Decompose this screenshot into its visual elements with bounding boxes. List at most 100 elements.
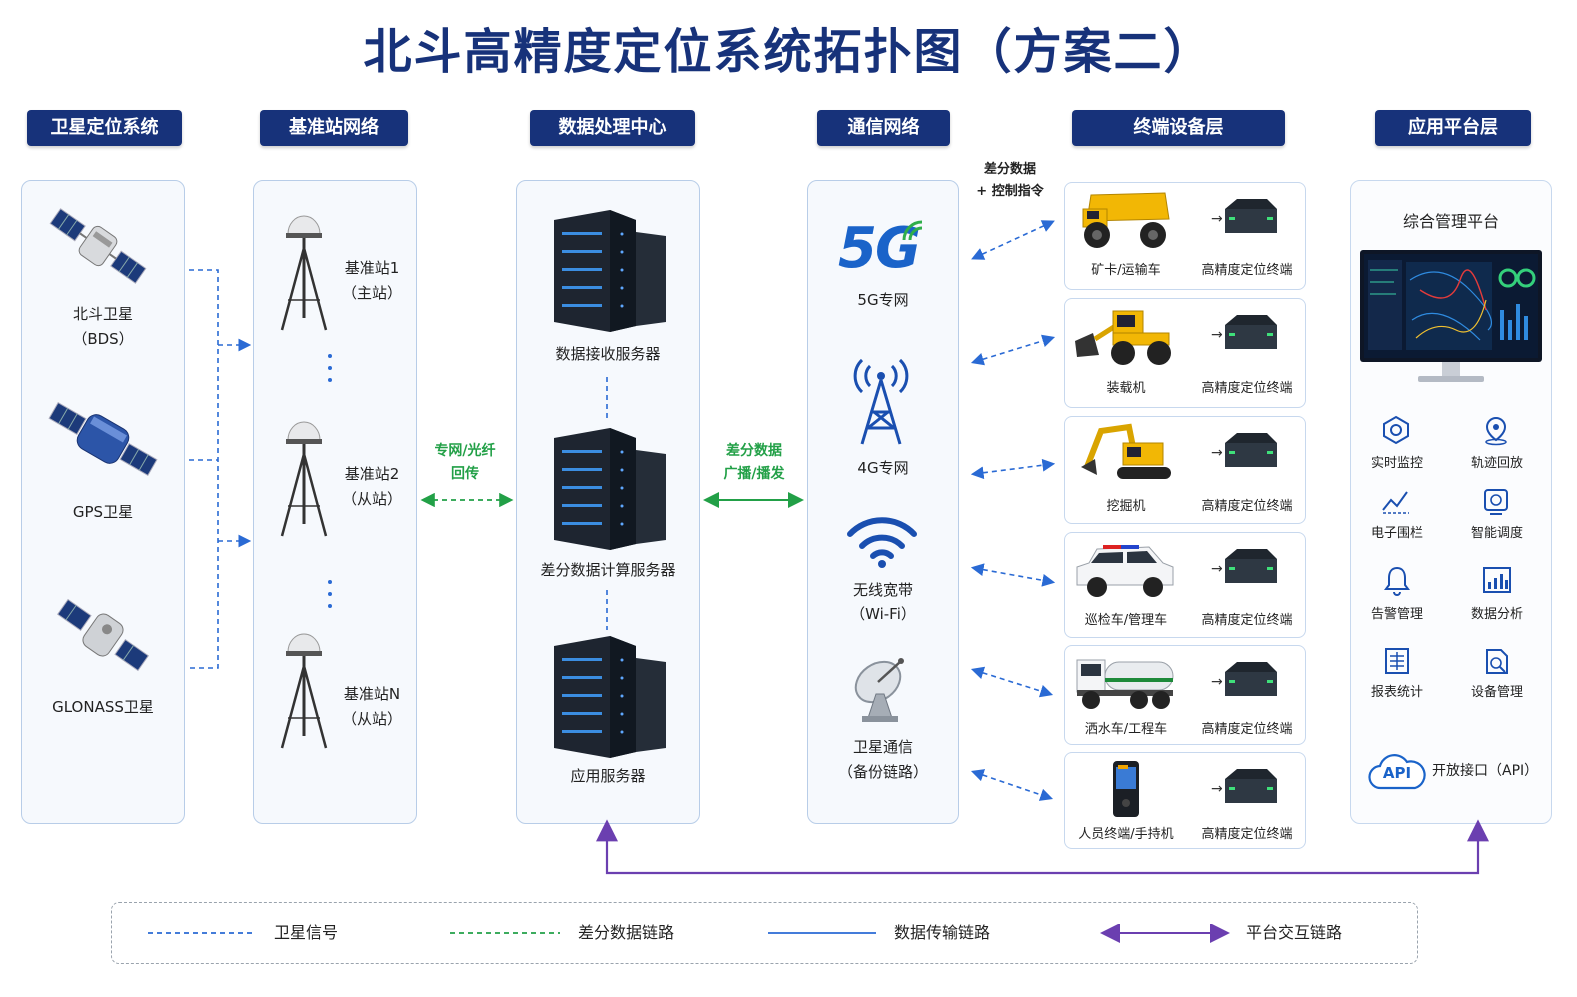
terminal-patrol-car: → 巡检车/管理车 高精度定位终端 [1064,532,1306,638]
device-label: 高精度定位终端 [1201,499,1293,514]
platform-link [596,819,1489,875]
terminal-arrow: → [1211,327,1223,343]
wifi-sub-label: （Wi-Fi） [850,605,916,623]
4g-network-label: 4G专网 [857,459,909,477]
platform-title: 综合管理平台 [1402,212,1499,231]
header-satellite-system: 卫星定位系统 [27,110,182,146]
5g-signal-icon [902,220,923,241]
header-data-center: 数据处理中心 [530,110,695,146]
fiber-link-label-1: 专网/光纤 [434,443,496,459]
feature-smart-dispatch: 智能调度 [1470,526,1523,541]
beidou-label: 北斗卫星 [72,305,133,323]
diff-calc-server-icon [554,428,666,550]
fiber-link-label-2: 回传 [451,466,479,482]
gnss-terminal-icon [1225,433,1277,467]
vehicle-label: 矿卡/运输车 [1091,263,1161,278]
base-station-1-label: 基准站1 [344,259,400,277]
vehicle-label: 巡检车/管理车 [1084,613,1168,628]
legend-lines [148,924,1230,943]
loader-icon [1075,310,1171,365]
gnss-terminal-icon [1225,315,1277,349]
base-station-2-icon [280,421,328,537]
station-ellipsis-dots [328,354,332,608]
vehicle-label: 洒水车/工程车 [1084,722,1168,737]
terminal-sprinkler-truck: → 洒水车/工程车 高精度定位终端 [1064,645,1306,745]
receive-server-label: 数据接收服务器 [555,345,661,363]
terminal-excavator: → 挖掘机 高精度定位终端 [1064,416,1306,524]
feature-report-statistics: 报表统计 [1370,685,1423,700]
base-station-panel [253,180,417,824]
terminal-arrow: → [1211,211,1223,227]
broadcast-label-1: 差分数据 [726,443,782,459]
5g-network-label: 5G专网 [857,291,909,309]
dashboard-monitor-icon [1360,250,1542,382]
glonass-satellite-icon [57,598,149,672]
gps-label: GPS卫星 [72,503,134,521]
track-playback-icon [1485,416,1507,446]
device-management-icon [1486,649,1508,674]
smart-dispatch-icon [1484,489,1508,515]
base-station-n-icon [280,633,328,749]
alarm-bell-icon [1384,566,1410,596]
device-label: 高精度定位终端 [1201,381,1293,396]
header-terminal-layer: 终端设备层 [1072,110,1285,146]
gnss-terminal-icon [1225,662,1277,696]
feature-realtime-monitor: 实时监控 [1370,456,1423,471]
legend [111,902,1418,964]
gps-satellite-icon [48,402,158,476]
4g-tower-icon [853,358,909,445]
vehicle-label: 装载机 [1106,381,1146,396]
diff-cmd-label-1: 差分数据 [983,162,1036,177]
satellite-dish-icon [854,658,904,722]
header-application-layer: 应用平台层 [1375,110,1531,146]
base-station-2-sub-label: （从站） [341,490,402,508]
app-server-icon [554,636,666,758]
legend-diff-link: 差分数据链路 [578,923,675,942]
diff-calc-server-label: 差分数据计算服务器 [540,561,676,579]
patrol-car-icon [1076,545,1174,597]
realtime-monitor-icon [1383,415,1409,445]
feature-device-management: 设备管理 [1470,685,1523,700]
excavator-icon [1081,423,1171,479]
device-label: 高精度定位终端 [1201,827,1293,842]
terminal-arrow: → [1211,561,1223,577]
feature-geofence: 电子围栏 [1370,526,1423,541]
beidou-satellite-icon [49,208,147,284]
page-title: 北斗高精度定位系统拓扑图（方案二） [363,24,1214,80]
handheld-terminal-icon [1113,761,1139,817]
data-analysis-icon [1483,567,1511,593]
5g-logo: 5G [838,216,921,281]
terminal-arrow: → [1211,674,1223,690]
glonass-label: GLONASS卫星 [52,698,154,716]
terminal-arrow: → [1211,781,1223,797]
broadcast-label-2: 广播/播发 [723,466,785,482]
receive-server-icon [554,210,666,332]
terminal-handheld: → 人员终端/手持机 高精度定位终端 [1064,752,1306,849]
satellite-signal-lines [189,269,252,669]
base-station-2-label: 基准站2 [344,465,400,483]
base-station-1-sub-label: （主站） [341,284,402,302]
satcom-sub-label: （备份链路） [837,763,928,781]
gnss-terminal-icon [1225,199,1277,233]
gnss-terminal-icon [1225,769,1277,803]
legend-satellite-signal: 卫星信号 [274,923,339,942]
satellite-panel [21,180,185,824]
report-icon [1385,648,1409,674]
app-server-label: 应用服务器 [570,767,646,785]
beidou-sub-label: （BDS） [72,330,134,348]
vehicle-label: 挖掘机 [1106,499,1146,514]
device-label: 高精度定位终端 [1201,722,1293,737]
device-label: 高精度定位终端 [1201,263,1293,278]
base-station-1-icon [280,215,328,331]
feature-data-analysis: 数据分析 [1470,607,1523,622]
legend-data-link: 数据传输链路 [894,923,991,942]
base-station-n-label: 基准站N [343,685,401,703]
sprinkler-truck-icon [1076,659,1174,709]
geofence-icon [1382,491,1409,514]
api-cloud-icon [1368,754,1426,790]
header-base-station-network: 基准站网络 [260,110,408,146]
open-api-label: 开放接口（API） [1432,763,1539,779]
device-label: 高精度定位终端 [1201,613,1293,628]
terminal-mining-truck: → 矿卡/运输车 高精度定位终端 [1064,182,1306,290]
